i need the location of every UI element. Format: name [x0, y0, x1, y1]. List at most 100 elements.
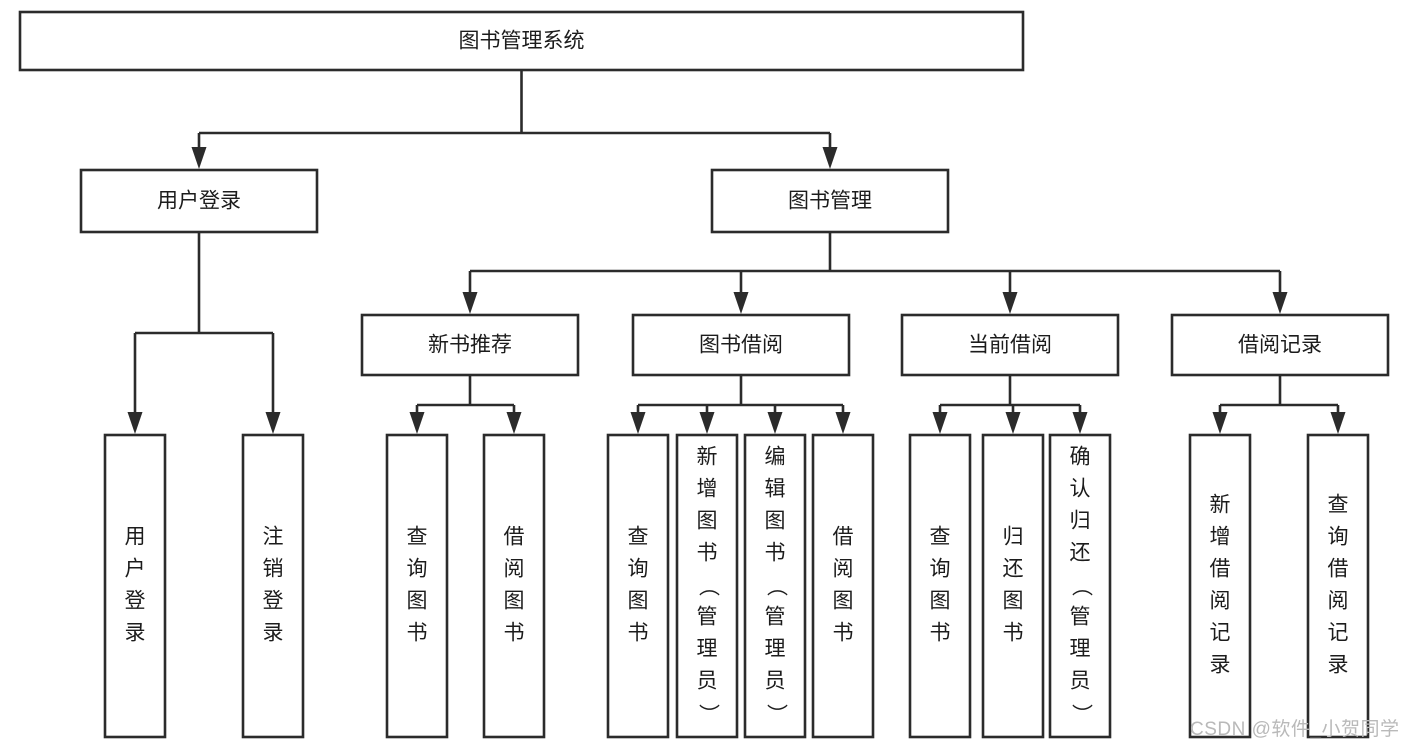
arrow-head-icon [835, 412, 851, 434]
node-label-char: 管 [697, 606, 718, 629]
node-box-leaf-query-book-1[interactable] [385, 433, 449, 739]
node-label-char: 确 [1070, 446, 1091, 469]
node-box-leaf-edit-book[interactable] [743, 433, 807, 739]
node-box-borrow-record[interactable] [1170, 313, 1390, 377]
node-label-char: 借 [833, 526, 854, 549]
node-box-leaf-add-record[interactable] [1188, 433, 1252, 739]
node-box-current-borrow[interactable] [900, 313, 1120, 377]
node-label-char: 图 [504, 590, 525, 613]
arrow-head-icon [1005, 412, 1021, 434]
node-current-borrow[interactable]: 当前借阅 [900, 313, 1120, 377]
node-label-char: 还 [1070, 542, 1091, 565]
node-box-leaf-borrow-book-2[interactable] [811, 433, 875, 739]
node-box-leaf-return-book[interactable] [981, 433, 1045, 739]
node-label-char: 录 [125, 622, 146, 645]
node-label-book-manage: 图书管理 [788, 190, 872, 213]
node-box-book-borrow[interactable] [631, 313, 851, 377]
arrow-head-icon [932, 412, 948, 434]
arrow-head-icon [127, 412, 143, 434]
arrow-head-icon [409, 412, 425, 434]
arrow-head-icon [1212, 412, 1228, 434]
node-label-char: 书 [628, 622, 649, 645]
node-root[interactable]: 图书管理系统 [18, 10, 1025, 72]
node-label-char: 书 [407, 622, 428, 645]
arrow-head-icon [1272, 292, 1288, 314]
node-box-leaf-query-record[interactable] [1306, 433, 1370, 739]
node-label-char: 理 [1070, 638, 1091, 661]
node-new-book-recommend[interactable]: 新书推荐 [360, 313, 580, 377]
arrow-head-icon [630, 412, 646, 434]
node-label-char: 图 [930, 590, 951, 613]
node-label-char: 书 [504, 622, 525, 645]
node-label-char: 记 [1210, 622, 1231, 645]
node-label-char: 增 [697, 478, 718, 501]
node-label-user-login: 用户登录 [157, 190, 241, 213]
node-user-login[interactable]: 用户登录 [79, 168, 319, 234]
node-box-leaf-query-book-2[interactable] [606, 433, 670, 739]
node-label-char: 理 [697, 638, 718, 661]
node-label-char: 图 [628, 590, 649, 613]
node-label-char: 阅 [504, 558, 525, 581]
node-label-char: 图 [833, 590, 854, 613]
node-label-char: 编 [765, 446, 786, 469]
node-box-book-manage[interactable] [710, 168, 950, 234]
node-label-char: 借 [504, 526, 525, 549]
node-label-char: 阅 [833, 558, 854, 581]
node-label-char: 用 [125, 526, 146, 549]
node-label-char: （ [1069, 576, 1092, 597]
node-label-char: 询 [628, 558, 649, 581]
node-book-borrow[interactable]: 图书借阅 [631, 313, 851, 377]
node-box-root[interactable] [18, 10, 1025, 72]
node-box-leaf-confirm-return[interactable] [1048, 433, 1112, 739]
node-box-leaf-borrow-book-1[interactable] [482, 433, 546, 739]
node-borrow-record[interactable]: 借阅记录 [1170, 313, 1390, 377]
node-label-char: 书 [697, 542, 718, 565]
connector-group-borrow-record [1212, 375, 1346, 434]
node-book-manage[interactable]: 图书管理 [710, 168, 950, 234]
node-label-char: 书 [765, 542, 786, 565]
arrow-head-icon [265, 412, 281, 434]
node-label-char: 借 [1328, 558, 1349, 581]
node-label-char: 员 [697, 670, 718, 693]
arrow-head-icon [699, 412, 715, 434]
arrow-head-icon [191, 147, 207, 169]
node-box-leaf-user-login[interactable] [103, 433, 167, 739]
node-label-char: 管 [1070, 606, 1091, 629]
node-label-char: （ [696, 576, 719, 597]
arrow-head-icon [1002, 292, 1018, 314]
node-box-user-login[interactable] [79, 168, 319, 234]
node-label-char: 认 [1070, 478, 1091, 501]
node-label-char: 管 [765, 606, 786, 629]
node-label-char: 新 [697, 446, 718, 469]
node-label-char: ） [1069, 704, 1092, 725]
node-label-char: 图 [407, 590, 428, 613]
node-box-new-book-recommend[interactable] [360, 313, 580, 377]
node-label-char: 图 [697, 510, 718, 533]
node-label-char: 查 [1328, 494, 1349, 517]
arrow-head-icon [506, 412, 522, 434]
node-label-char: 书 [833, 622, 854, 645]
node-label-char: 询 [930, 558, 951, 581]
arrow-head-icon [1330, 412, 1346, 434]
node-box-leaf-logout[interactable] [241, 433, 305, 739]
node-leaf-user-login[interactable]: 用户登录 [103, 433, 167, 739]
node-box-leaf-query-book-3[interactable] [908, 433, 972, 739]
connector-group-root [191, 70, 838, 169]
node-label-char: 员 [765, 670, 786, 693]
connector-group-book-manage [462, 232, 1288, 314]
node-box-leaf-add-book[interactable] [675, 433, 739, 739]
